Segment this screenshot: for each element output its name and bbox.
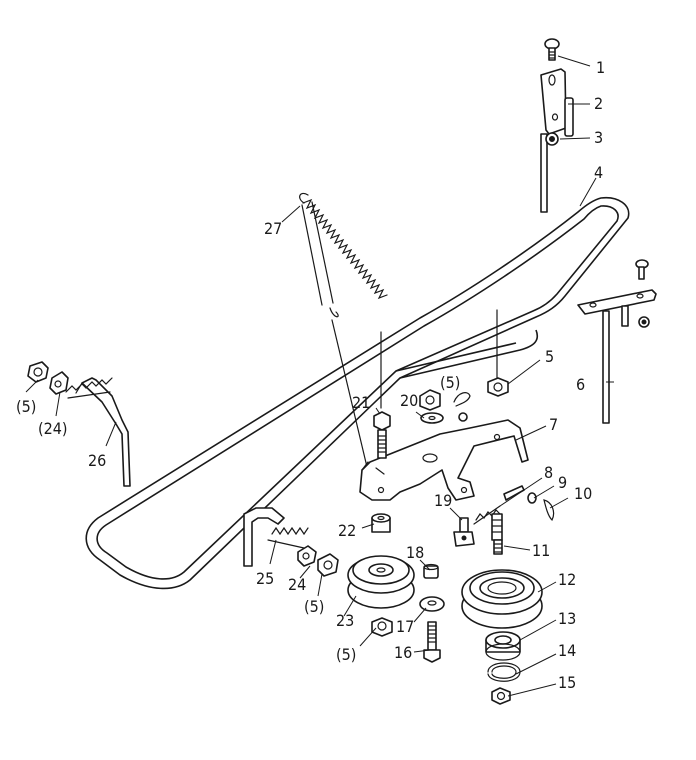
- washer-flat-17: [419, 596, 445, 612]
- ball-bearing: [485, 631, 521, 661]
- label-10: 10: [574, 484, 592, 503]
- label-13: 13: [558, 609, 576, 628]
- carriage-bolt-top: [544, 38, 560, 61]
- drive-belt: [85, 196, 630, 590]
- idler-arm: [359, 419, 529, 501]
- adjust-rod-left: [65, 377, 131, 487]
- adjust-rod-right: [577, 259, 657, 424]
- label-14: 14: [558, 641, 576, 660]
- label-12: 12: [558, 570, 576, 589]
- flange-nut-bottom: [371, 617, 393, 637]
- adjust-rod-lower: [243, 507, 309, 567]
- label-ref5-bottom: (5): [336, 645, 356, 664]
- label-9: 9: [558, 473, 567, 492]
- pivot-stud: [473, 485, 525, 525]
- label-6: 6: [576, 375, 585, 394]
- label-8: 8: [544, 463, 553, 482]
- spacer-bushing: [371, 513, 391, 533]
- label-24: 24: [288, 575, 306, 594]
- v-pulley: [461, 569, 543, 629]
- label-ref5-top: (5): [440, 373, 460, 392]
- cotter-pin: [543, 499, 555, 522]
- hex-nut-top: [545, 132, 559, 146]
- label-ref24-left: (24): [38, 419, 68, 438]
- hex-bolt: [423, 621, 441, 663]
- label-4: 4: [594, 163, 603, 182]
- label-ref5-left: (5): [16, 397, 36, 416]
- label-15: 15: [558, 673, 576, 692]
- hex-nut-lower: [317, 553, 339, 577]
- leader-lines: [25, 55, 614, 697]
- label-7: 7: [549, 415, 558, 434]
- part-labels: 1 2 3 4 5 6 7 8 9 10 11 12 13 14 15 16 1…: [16, 58, 605, 692]
- label-26: 26: [88, 451, 106, 470]
- label-3: 3: [594, 128, 603, 147]
- label-25: 25: [256, 569, 274, 588]
- clevis-stud: [453, 517, 475, 547]
- washer-lower: [297, 545, 317, 567]
- hex-nut-left: [27, 361, 49, 383]
- washer-small: [527, 492, 537, 504]
- label-20: 20: [400, 391, 418, 410]
- flange-nut-arm: [487, 377, 509, 397]
- snap-ring: [487, 662, 521, 682]
- label-17: 17: [396, 617, 414, 636]
- label-1: 1: [596, 58, 605, 77]
- label-ref5-mid: (5): [304, 597, 324, 616]
- adjust-bracket-top: [540, 68, 574, 213]
- hex-nut-bottom: [491, 687, 511, 705]
- label-21: 21: [352, 393, 370, 412]
- shoulder-bolt: [373, 411, 391, 459]
- label-18: 18: [406, 543, 424, 562]
- spacer-small: [423, 563, 439, 579]
- label-27: 27: [264, 219, 282, 238]
- tension-spring: [299, 192, 388, 489]
- label-22: 22: [338, 521, 356, 540]
- pulley-shaft: [491, 513, 503, 555]
- idler-pulley-flat: [347, 555, 415, 609]
- label-11: 11: [532, 541, 550, 560]
- washer-left: [49, 371, 69, 395]
- flange-nut-center: [419, 389, 441, 411]
- label-5: 5: [545, 347, 554, 366]
- label-23: 23: [336, 611, 354, 630]
- flat-washer: [420, 412, 444, 424]
- hairpin-clip: [453, 392, 471, 422]
- label-16: 16: [394, 643, 412, 662]
- label-19: 19: [434, 491, 452, 510]
- label-2: 2: [594, 94, 603, 113]
